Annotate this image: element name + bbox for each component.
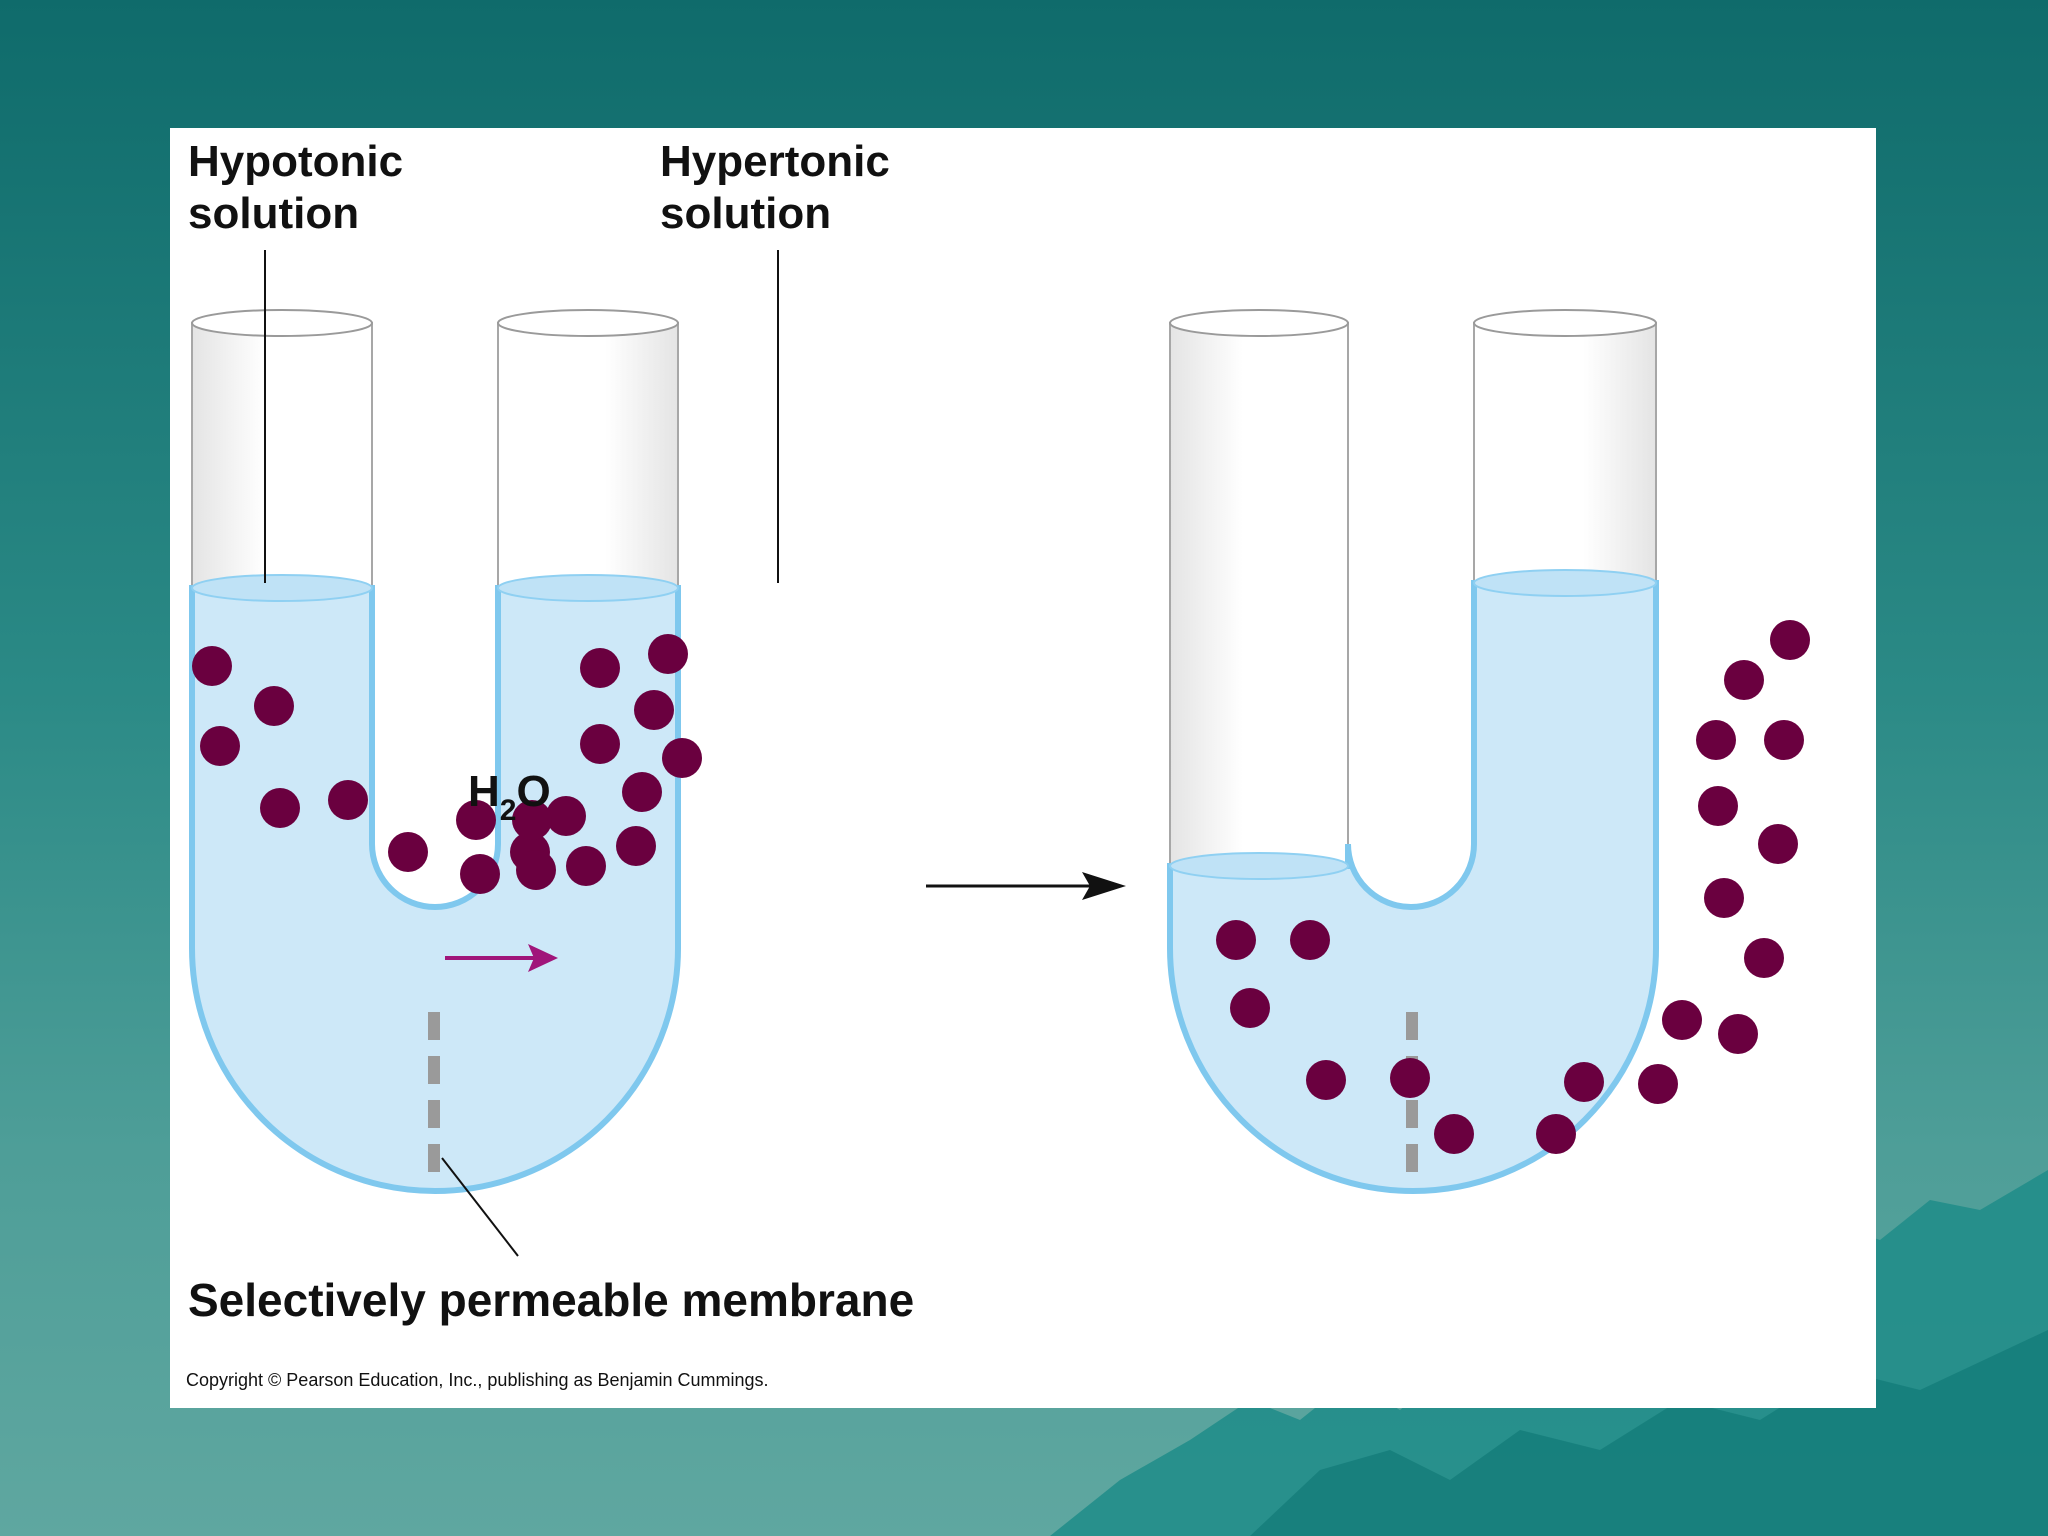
water-flow-arrow [445, 944, 558, 972]
hypertonic-label-line1: Hypertonic [660, 137, 890, 186]
water-flow-label: H2O [445, 767, 558, 972]
figure-panel: Hypotonic solution Hypertonic solution H… [170, 128, 1876, 1408]
water-symbol-h: H [468, 767, 500, 816]
membrane-left [428, 1012, 440, 1172]
transition-arrow [926, 872, 1126, 900]
left-u-tube [189, 309, 702, 1194]
membrane-label: Selectively permeable membrane [188, 1157, 914, 1326]
water-symbol-o: O [516, 767, 550, 816]
right-u-tube [1167, 309, 1810, 1194]
hypertonic-label-line2: solution [660, 189, 831, 238]
hypotonic-label: Hypotonic solution [188, 137, 403, 583]
hypertonic-label: Hypertonic solution [660, 137, 890, 583]
membrane-label-text: Selectively permeable membrane [188, 1274, 914, 1326]
hypotonic-label-line2: solution [188, 189, 359, 238]
solute-particles-left [192, 634, 702, 894]
svg-text:H2O: H2O [468, 767, 551, 827]
copyright-text: Copyright © Pearson Education, Inc., pub… [186, 1370, 769, 1390]
hypotonic-label-line1: Hypotonic [188, 137, 403, 186]
solute-particles-right [1216, 620, 1810, 1154]
osmosis-diagram: Hypotonic solution Hypertonic solution H… [186, 137, 1810, 1390]
water-symbol-subscript: 2 [500, 794, 517, 827]
